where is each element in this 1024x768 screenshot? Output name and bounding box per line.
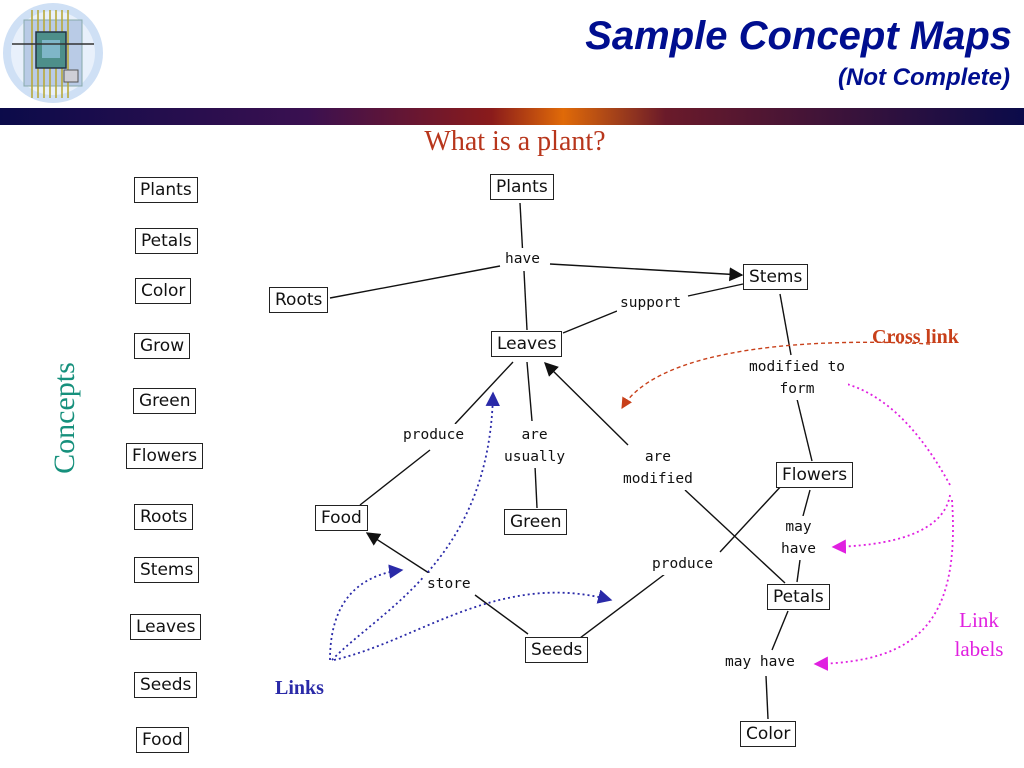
link-label-line: are — [644, 449, 672, 465]
connector-store-food — [365, 532, 433, 576]
node-flowers: Flowers — [776, 462, 854, 488]
node-stems: Stems — [743, 264, 809, 290]
link-label-line: have — [781, 541, 816, 557]
links-arrow-3 — [333, 589, 613, 661]
slide-title: Sample Concept Maps — [585, 14, 1012, 58]
node-green: Green — [504, 509, 568, 535]
connector-mayhave-color — [765, 675, 769, 720]
link-label-line: usually — [504, 449, 566, 465]
connector-store-seeds — [474, 594, 529, 635]
connector-modified-flowers — [796, 398, 813, 462]
link-label-may-have-color: may have — [722, 651, 798, 673]
logo-icon — [3, 3, 103, 103]
concept-list-item: Stems — [134, 557, 200, 583]
connector-leaves-produce — [454, 361, 514, 425]
focus-question: What is a plant? — [424, 126, 606, 157]
link-label-produce: produce — [400, 424, 468, 446]
link-label-have: have — [502, 248, 543, 270]
concept-list-item: Seeds — [134, 672, 198, 698]
link-label-line: are — [521, 427, 548, 443]
node-color: Color — [740, 721, 797, 747]
concept-list-item: Petals — [135, 228, 198, 254]
annotation-link-labels-line: Link — [959, 608, 999, 632]
connector-have-stems — [549, 263, 744, 282]
annotation-cross-link: Cross link — [872, 326, 959, 348]
concept-list-item: Leaves — [130, 614, 202, 640]
connector-have-leaves — [523, 270, 528, 331]
node-roots: Roots — [269, 287, 329, 313]
link-label-are-modified: are modified — [620, 446, 696, 490]
link-label-line: modified to — [749, 359, 846, 375]
concept-list-item: Roots — [134, 504, 194, 530]
link-label-support: support — [617, 292, 685, 314]
connector-produce-seeds — [579, 573, 666, 639]
slide-subtitle: (Not Complete) — [838, 64, 1010, 91]
connector-areusually-green — [534, 465, 538, 509]
link-label-store: store — [424, 573, 474, 595]
node-plants: Plants — [490, 174, 554, 200]
link-label-produce-seeds: produce — [649, 553, 717, 575]
cross-link-arrow — [621, 341, 931, 409]
connector-aremodified-leaves — [544, 362, 629, 446]
node-petals: Petals — [767, 584, 830, 610]
node-leaves: Leaves — [491, 331, 563, 357]
annotation-link-labels-line: labels — [954, 637, 1004, 661]
concept-list-item: Green — [133, 388, 197, 414]
link-label-may-have: may have — [778, 516, 819, 560]
connector-leaves-areusually — [526, 361, 533, 422]
link-label-line: modified — [623, 471, 693, 487]
concept-list-item: Grow — [134, 333, 191, 359]
connector-flowers-mayhave — [802, 489, 811, 517]
link-label-line: form — [779, 381, 815, 397]
connector-mayhave-petals — [796, 559, 801, 583]
concept-list-item: Color — [135, 278, 192, 304]
node-seeds: Seeds — [525, 637, 589, 663]
annotation-link-labels: Link labels — [944, 606, 1014, 664]
concept-list-item: Flowers — [126, 443, 204, 469]
link-label-are-usually: are usually — [501, 424, 569, 468]
connector-produce-food — [359, 449, 431, 506]
connector-support-stems — [687, 283, 744, 297]
connector-petals-mayhave — [771, 610, 789, 651]
link-label-modified-to-form: modified to form — [746, 356, 849, 400]
concept-list-item: Plants — [134, 177, 198, 203]
connector-roots-have — [329, 265, 501, 299]
node-food: Food — [315, 505, 368, 531]
connector-flowers-produce — [719, 483, 784, 553]
connector-leaves-support — [562, 310, 618, 334]
annotation-links: Links — [275, 677, 324, 699]
link-labels-arrow-3 — [813, 499, 954, 671]
header-divider-bar — [0, 108, 1024, 125]
link-label-line: may — [785, 519, 812, 535]
links-arrow-1 — [329, 564, 404, 661]
link-labels-arrow-2 — [831, 494, 951, 554]
concept-list-item: Food — [136, 727, 189, 753]
